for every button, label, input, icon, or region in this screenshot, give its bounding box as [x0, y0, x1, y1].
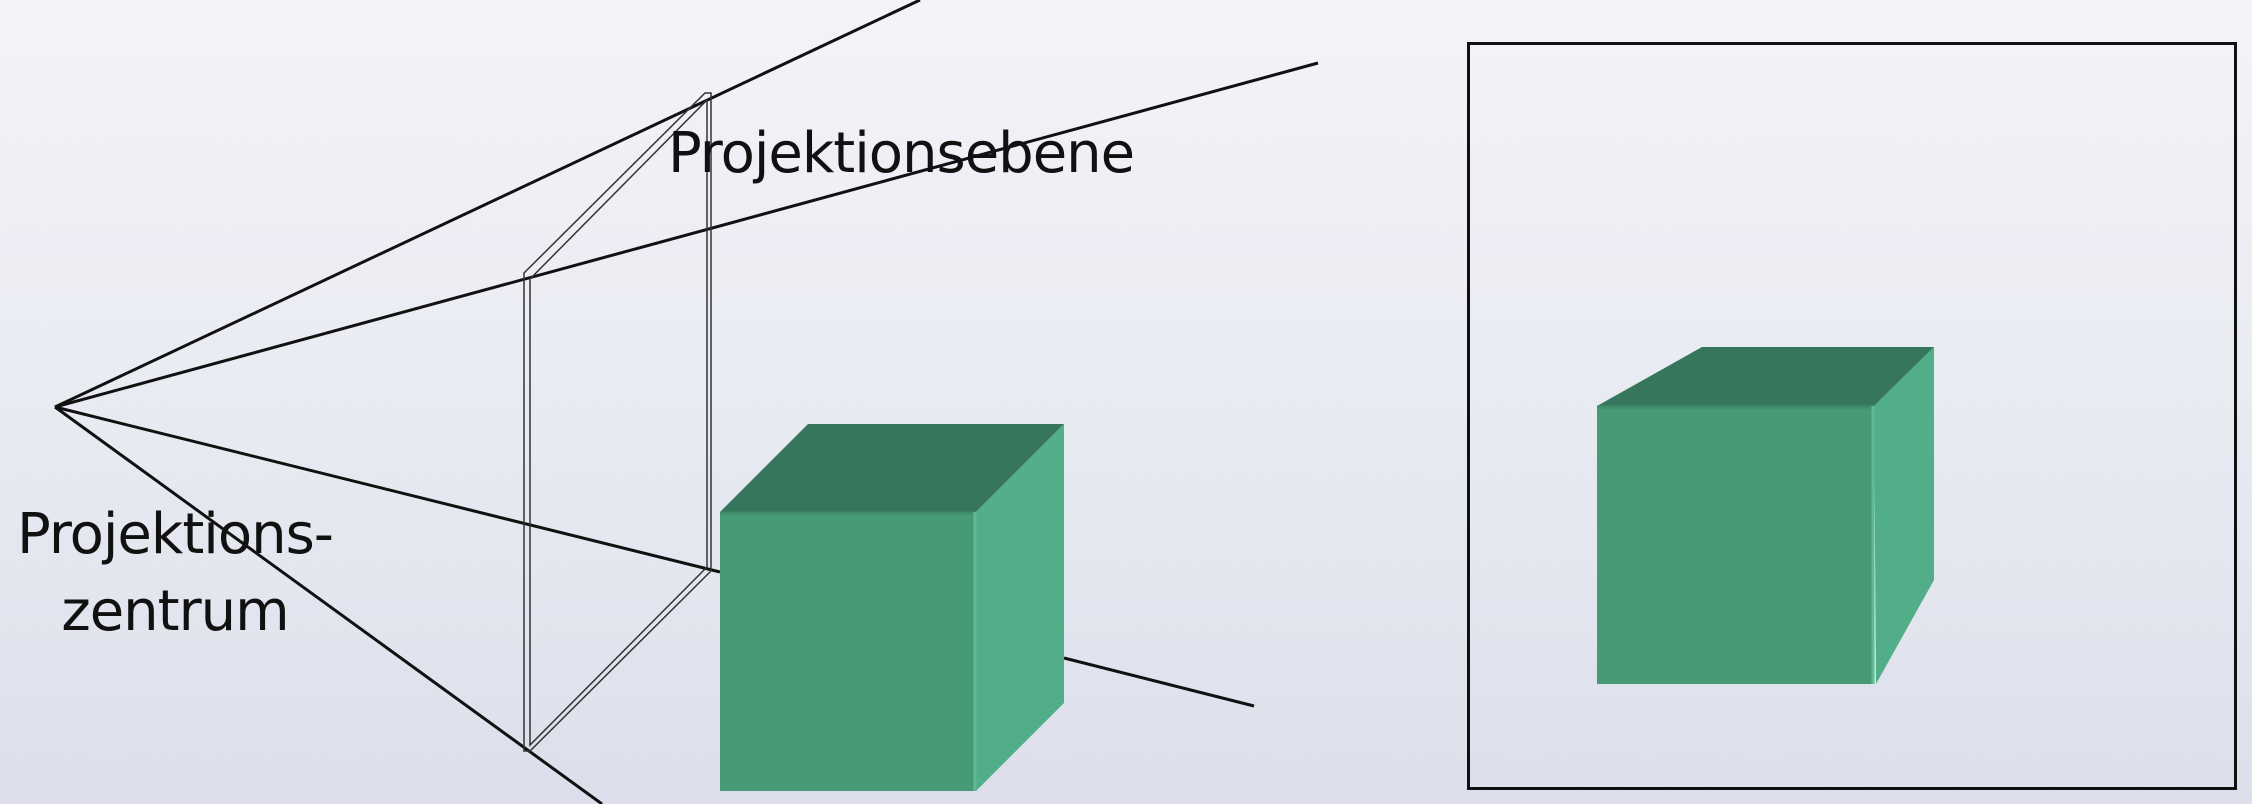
projected-cube-front-face [1597, 406, 1874, 684]
projected-image-frame [1467, 42, 2237, 790]
ray-lower-outer [54, 405, 603, 804]
cube-side-face [976, 424, 1064, 791]
ray-upper-inner [54, 61, 1319, 409]
projection-center-label-line1: Projektions- [17, 502, 334, 567]
cube-front-face [720, 512, 976, 791]
projection-plane [523, 92, 712, 752]
projection-center-label-line2: zentrum [61, 579, 289, 644]
cube-top-face [720, 424, 1064, 512]
ray-lower-inner-near [54, 405, 721, 574]
projection-plane-inner-edge [529, 98, 708, 747]
ray-upper-outer [54, 0, 921, 409]
projected-cube-top-face [1597, 347, 1934, 406]
projection-plane-label: Projektionsebene [668, 121, 1135, 186]
projection-rays [54, 0, 1319, 804]
projection-center-label: Projektions- zentrum [10, 496, 340, 650]
projected-cube-side-face [1874, 347, 1934, 684]
ray-lower-inner-far [1063, 656, 1255, 708]
cube-object [720, 424, 1064, 791]
projection-plane-outer-edge [523, 92, 712, 752]
projected-cube [1597, 347, 1934, 684]
